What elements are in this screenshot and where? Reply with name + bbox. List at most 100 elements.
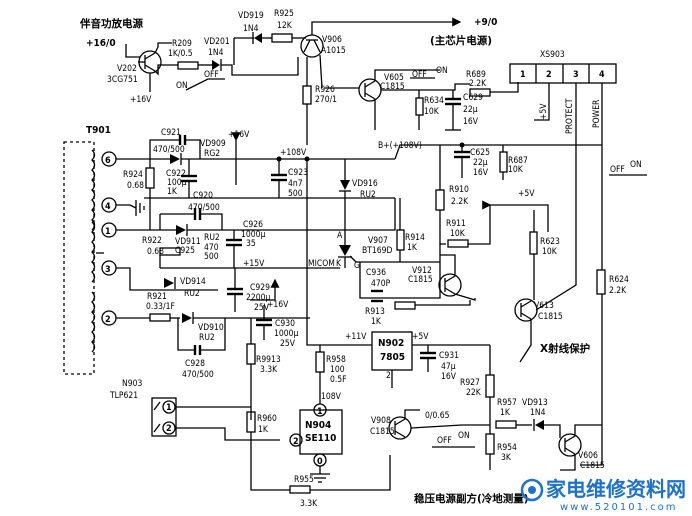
c930-label: C930 [275, 319, 295, 329]
c921-label: C921 [161, 128, 181, 138]
rail-16v-label: +16V [130, 95, 152, 105]
r209-value: 1K/0.5 [168, 49, 193, 59]
wire [574, 424, 602, 436]
r957-value: 1K [500, 408, 511, 418]
watermark-logo-icon [520, 478, 544, 502]
xs903-pin-4: 4 [599, 70, 605, 80]
r910-label: R910 [449, 185, 469, 195]
r687-resistor [499, 151, 508, 173]
r922-resistor [159, 247, 181, 256]
n904-pin-2-label: 2 [293, 437, 299, 447]
r927-resistor [485, 374, 495, 398]
r925-resistor [271, 33, 293, 43]
c930-value: 1000μ [274, 329, 298, 339]
wire [221, 57, 299, 76]
wire [395, 262, 441, 299]
xs903-5v-label: +5V [539, 103, 549, 120]
wire [200, 213, 223, 230]
r634-resistor [415, 97, 424, 116]
xs903-pin-3: 3 [573, 70, 579, 80]
wire [404, 409, 420, 419]
vd916-label: VD916 [352, 179, 378, 189]
r914-resistor [396, 229, 405, 251]
r634-label: R634 [424, 96, 444, 106]
c926-value: 1000μ [241, 230, 265, 240]
v907-value: BT169D [362, 246, 393, 256]
t901-core [63, 141, 95, 375]
r921-value: 0.33/1F [146, 302, 175, 312]
audio-power-label: 伴音功放电源 [79, 17, 143, 30]
r926-value: 270/1 [315, 95, 337, 105]
wire [185, 139, 201, 159]
c929-label: C929 [250, 283, 270, 293]
vd909-label: VD909 [200, 139, 226, 149]
c629-voltage: 16V [463, 117, 479, 127]
v605-label: V605 [384, 73, 404, 83]
r926-resistor [302, 85, 312, 105]
v108-label: 108V [321, 392, 342, 402]
wire [154, 42, 172, 54]
r954-value: 3K [501, 453, 512, 463]
wire [439, 205, 491, 262]
wire [440, 254, 456, 276]
c926-voltage: 35 [246, 239, 256, 249]
c629-value: 22μ [463, 105, 478, 115]
micom-label: MICOM [308, 259, 335, 269]
wire [519, 319, 532, 363]
wire [415, 300, 471, 306]
xs903-pin-2: 2 [546, 70, 552, 80]
rectifier-section: C921 470/500 VD909 RG2 +16V +108V R924 0… [116, 128, 396, 420]
v202-value: 3CG751 [107, 75, 138, 85]
wire [177, 318, 195, 351]
wire [534, 83, 550, 121]
n902-label: N902 [378, 338, 404, 349]
r913-value: 1K [371, 317, 382, 327]
v613-transistor [514, 298, 538, 322]
r924-label: R924 [123, 170, 143, 180]
scr-k-label: K [336, 259, 342, 269]
n903-pin-1-label: 1 [166, 403, 172, 413]
r689-label: R689 [466, 70, 486, 80]
on-label-3: ON [458, 431, 470, 441]
v605-value: C1815 [380, 82, 405, 92]
r687-label: R687 [508, 156, 528, 166]
v605-transistor [358, 78, 382, 102]
vd913-diode [535, 420, 544, 430]
c930-voltage: 25V [280, 339, 296, 349]
n903-label: N903 [122, 379, 142, 389]
vd910-diode [182, 313, 192, 323]
n902-pin: 2 [386, 371, 391, 381]
vd911-label: VD911 [175, 237, 201, 247]
wire [454, 293, 476, 301]
v907-label: V907 [368, 236, 388, 246]
r927-value: 22K [466, 388, 482, 398]
vd911-value: RU2 [204, 233, 220, 243]
wire [310, 455, 391, 491]
vd914-value: RU2 [184, 289, 200, 299]
r925-label: R925 [274, 9, 294, 19]
on-label-4: ON [630, 160, 642, 170]
r958-value: 100 [330, 365, 345, 375]
n904-value: SE110 [305, 433, 336, 444]
vd914-label: VD914 [180, 277, 206, 287]
feedback-section: N903 TLP621 1 2 R960 1K N904 SE110 1 2 0… [109, 379, 605, 509]
r957-resistor [495, 420, 517, 429]
r624-label: R624 [609, 275, 629, 285]
wire [580, 145, 603, 466]
r911-value: 10K [450, 229, 466, 239]
wire [560, 454, 576, 471]
wire [175, 427, 280, 441]
r955-value: 3.3K [300, 499, 318, 509]
watermark: 家电维修资料网 www.520101.com [520, 477, 686, 513]
r9913-label: R9913 [256, 355, 281, 365]
r914-label: R914 [405, 233, 425, 243]
wire [306, 159, 372, 346]
n903-pin-2-label: 2 [166, 424, 172, 434]
c936-value: 470P [371, 279, 391, 289]
r910-value: 2.2K [451, 197, 469, 207]
wire [185, 78, 225, 91]
vd916-value: RU2 [360, 190, 376, 200]
t901-pin-1-label: 1 [105, 227, 111, 237]
r960-label: R960 [257, 414, 277, 424]
c923-label: C923 [288, 168, 308, 178]
